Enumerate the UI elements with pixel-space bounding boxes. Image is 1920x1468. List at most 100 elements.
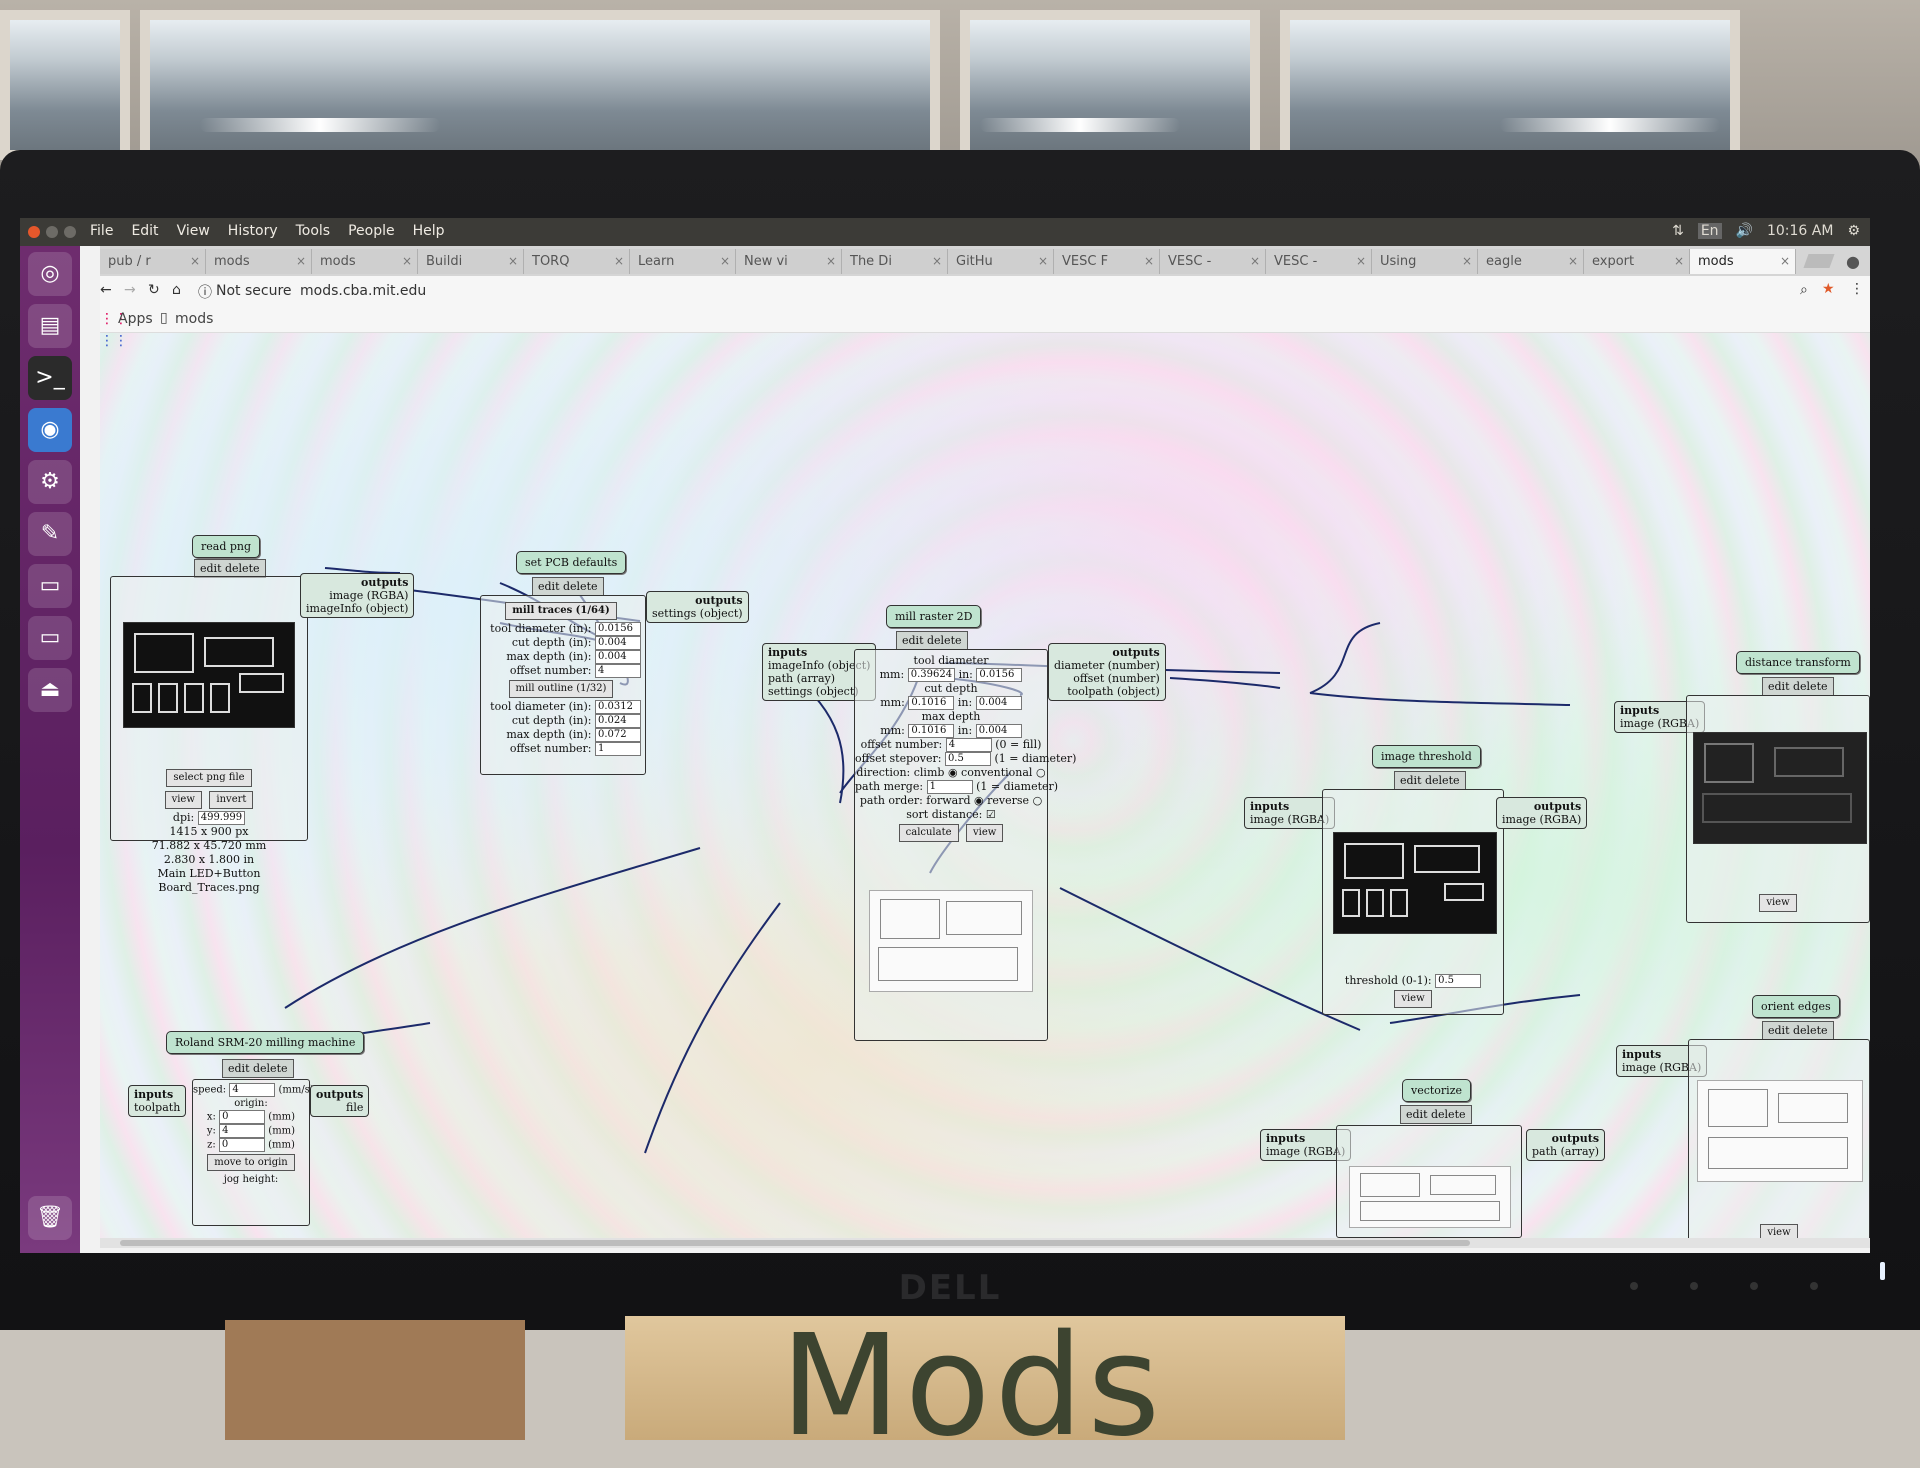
offset-stepover-input[interactable]: 0.5 xyxy=(944,752,991,766)
module-title-roland-srm20[interactable]: Roland SRM-20 milling machine xyxy=(166,1031,365,1054)
menu-edit[interactable]: Edit xyxy=(131,223,159,239)
browser-tab[interactable]: TORQ× xyxy=(524,249,630,274)
read-png-outputs[interactable]: outputs image (RGBA) imageInfo (object) xyxy=(300,573,415,618)
roland-outputs[interactable]: outputs file xyxy=(310,1085,370,1117)
mill-raster-outputs[interactable]: outputs diameter (number) offset (number… xyxy=(1048,643,1166,701)
input-port[interactable]: path (array) xyxy=(768,672,836,685)
origin-z-input[interactable]: 0 xyxy=(218,1138,265,1152)
cut-depth-in-input[interactable]: 0.004 xyxy=(975,696,1022,710)
reload-icon[interactable]: ↻ xyxy=(148,282,160,298)
info-icon[interactable]: ⓘ xyxy=(198,285,212,301)
move-to-origin-button[interactable]: move to origin xyxy=(207,1154,295,1171)
scrollbar-thumb[interactable] xyxy=(120,1240,1470,1246)
origin-y-input[interactable]: 4 xyxy=(219,1124,266,1138)
edit-delete-button[interactable]: edit delete xyxy=(1762,677,1834,696)
view-button[interactable]: view xyxy=(164,791,202,809)
mill-traces-button[interactable]: mill traces (1/64) xyxy=(505,602,617,620)
image-threshold-outputs[interactable]: outputs image (RGBA) xyxy=(1496,797,1588,829)
output-port[interactable]: image (RGBA) xyxy=(329,589,409,602)
input-port[interactable]: imageInfo (object) xyxy=(768,659,871,672)
output-port[interactable]: offset (number) xyxy=(1073,672,1160,685)
browser-tab[interactable]: Learn× xyxy=(630,249,736,274)
module-title-set-pcb-defaults[interactable]: set PCB defaults xyxy=(516,551,627,574)
offset-number-input[interactable]: 4 xyxy=(595,664,641,678)
browser-tab[interactable]: The Di× xyxy=(842,249,948,274)
edit-delete-button[interactable]: edit delete xyxy=(1394,771,1466,790)
settings-icon[interactable]: ⚙ xyxy=(28,460,72,504)
network-icon[interactable]: ⇅ xyxy=(1672,223,1684,239)
window-close-button[interactable] xyxy=(28,226,40,238)
module-title-read-png[interactable]: read png xyxy=(192,535,261,558)
edit-delete-button[interactable]: edit delete xyxy=(222,1059,294,1078)
zoom-icon[interactable]: ⌕ xyxy=(1800,282,1808,298)
menu-history[interactable]: History xyxy=(227,223,278,239)
settings-gear-icon[interactable]: ⚙ xyxy=(1847,223,1860,239)
input-port[interactable]: image (RGBA) xyxy=(1622,1061,1702,1074)
conventional-radio[interactable]: ○ xyxy=(1035,766,1046,779)
browser-tab[interactable]: Using× xyxy=(1372,249,1478,274)
browser-tab[interactable]: VESC -× xyxy=(1160,249,1266,274)
browser-tab[interactable]: GitHu× xyxy=(948,249,1054,274)
menu-dots-icon[interactable]: ⋮ xyxy=(1850,281,1864,297)
window-minimize-button[interactable] xyxy=(46,226,58,238)
menu-file[interactable]: File xyxy=(90,223,114,239)
forward-radio[interactable]: ◉ xyxy=(974,794,984,807)
max-depth-input[interactable]: 0.072 xyxy=(595,728,641,742)
climb-radio[interactable]: ◉ xyxy=(947,766,958,779)
module-title-mill-raster-2d[interactable]: mill raster 2D xyxy=(886,605,982,628)
input-port[interactable]: toolpath xyxy=(134,1101,181,1114)
view-button[interactable]: view xyxy=(966,824,1004,842)
invert-button[interactable]: invert xyxy=(209,791,254,809)
back-icon[interactable]: ← xyxy=(100,282,112,298)
browser-tab[interactable]: mods× xyxy=(312,249,418,274)
output-port[interactable]: imageInfo (object) xyxy=(306,602,409,615)
view-button[interactable]: view xyxy=(1394,990,1432,1008)
window-maximize-button[interactable] xyxy=(64,226,76,238)
image-threshold-inputs[interactable]: inputs image (RGBA) xyxy=(1244,797,1336,829)
menu-view[interactable]: View xyxy=(176,223,210,239)
reverse-radio[interactable]: ○ xyxy=(1032,794,1043,807)
view-button[interactable]: view xyxy=(1760,1224,1798,1238)
view-button[interactable]: view xyxy=(1759,894,1797,912)
tool-diameter-input[interactable]: 0.0156 xyxy=(595,622,641,636)
gimp-icon[interactable]: ✎ xyxy=(28,512,72,556)
menu-help[interactable]: Help xyxy=(412,223,445,239)
module-title-distance-transform[interactable]: distance transform xyxy=(1736,651,1860,674)
new-tab-button[interactable] xyxy=(1803,254,1835,268)
offset-number-input[interactable]: 1 xyxy=(595,742,641,756)
set-pcb-defaults-outputs[interactable]: outputs settings (object) xyxy=(646,591,749,623)
bookmark-star-icon[interactable]: ★ xyxy=(1822,281,1835,297)
mill-outline-button[interactable]: mill outline (1/32) xyxy=(508,680,614,698)
path-merge-input[interactable]: 1 xyxy=(926,780,973,794)
output-port[interactable]: path (array) xyxy=(1532,1145,1600,1158)
cut-depth-input[interactable]: 0.024 xyxy=(595,714,641,728)
browser-tab[interactable]: New vi× xyxy=(736,249,842,274)
tool-diameter-in-input[interactable]: 0.0156 xyxy=(976,668,1023,682)
threshold-input[interactable]: 0.5 xyxy=(1435,974,1482,988)
input-port[interactable]: image (RGBA) xyxy=(1266,1145,1346,1158)
profile-icon[interactable]: ● xyxy=(1846,252,1860,271)
bookmark-mods[interactable]: mods xyxy=(175,311,214,327)
output-port[interactable]: image (RGBA) xyxy=(1502,813,1582,826)
origin-x-input[interactable]: 0 xyxy=(219,1110,266,1124)
menu-people[interactable]: People xyxy=(348,223,395,239)
trash-icon[interactable]: 🗑 xyxy=(28,1196,72,1240)
home-icon[interactable]: ⌂ xyxy=(172,282,181,298)
edit-delete-button[interactable]: edit delete xyxy=(1762,1021,1834,1040)
files-icon[interactable]: ▤ xyxy=(28,304,72,348)
dash-icon[interactable]: ◎ xyxy=(28,252,72,296)
volume-icon[interactable]: 🔊 xyxy=(1735,223,1753,239)
max-depth-input[interactable]: 0.004 xyxy=(595,650,641,664)
tool-diameter-input[interactable]: 0.0312 xyxy=(595,700,641,714)
vectorize-outputs[interactable]: outputs path (array) xyxy=(1526,1129,1606,1161)
browser-tab[interactable]: VESC F× xyxy=(1054,249,1160,274)
browser-tab[interactable]: mods× xyxy=(206,249,312,274)
browser-tab[interactable]: export× xyxy=(1584,249,1690,274)
tool-diameter-mm-input[interactable]: 0.39624 xyxy=(907,668,956,682)
menu-tools[interactable]: Tools xyxy=(295,223,331,239)
usb-drive-icon[interactable]: ⏏ xyxy=(28,668,72,712)
mods-canvas[interactable]: ⋮⋮ xyxy=(100,333,1870,1238)
module-title-vectorize[interactable]: vectorize xyxy=(1402,1079,1472,1102)
chrome-icon[interactable]: ◉ xyxy=(28,408,72,452)
edit-delete-button[interactable]: edit delete xyxy=(1400,1105,1472,1124)
